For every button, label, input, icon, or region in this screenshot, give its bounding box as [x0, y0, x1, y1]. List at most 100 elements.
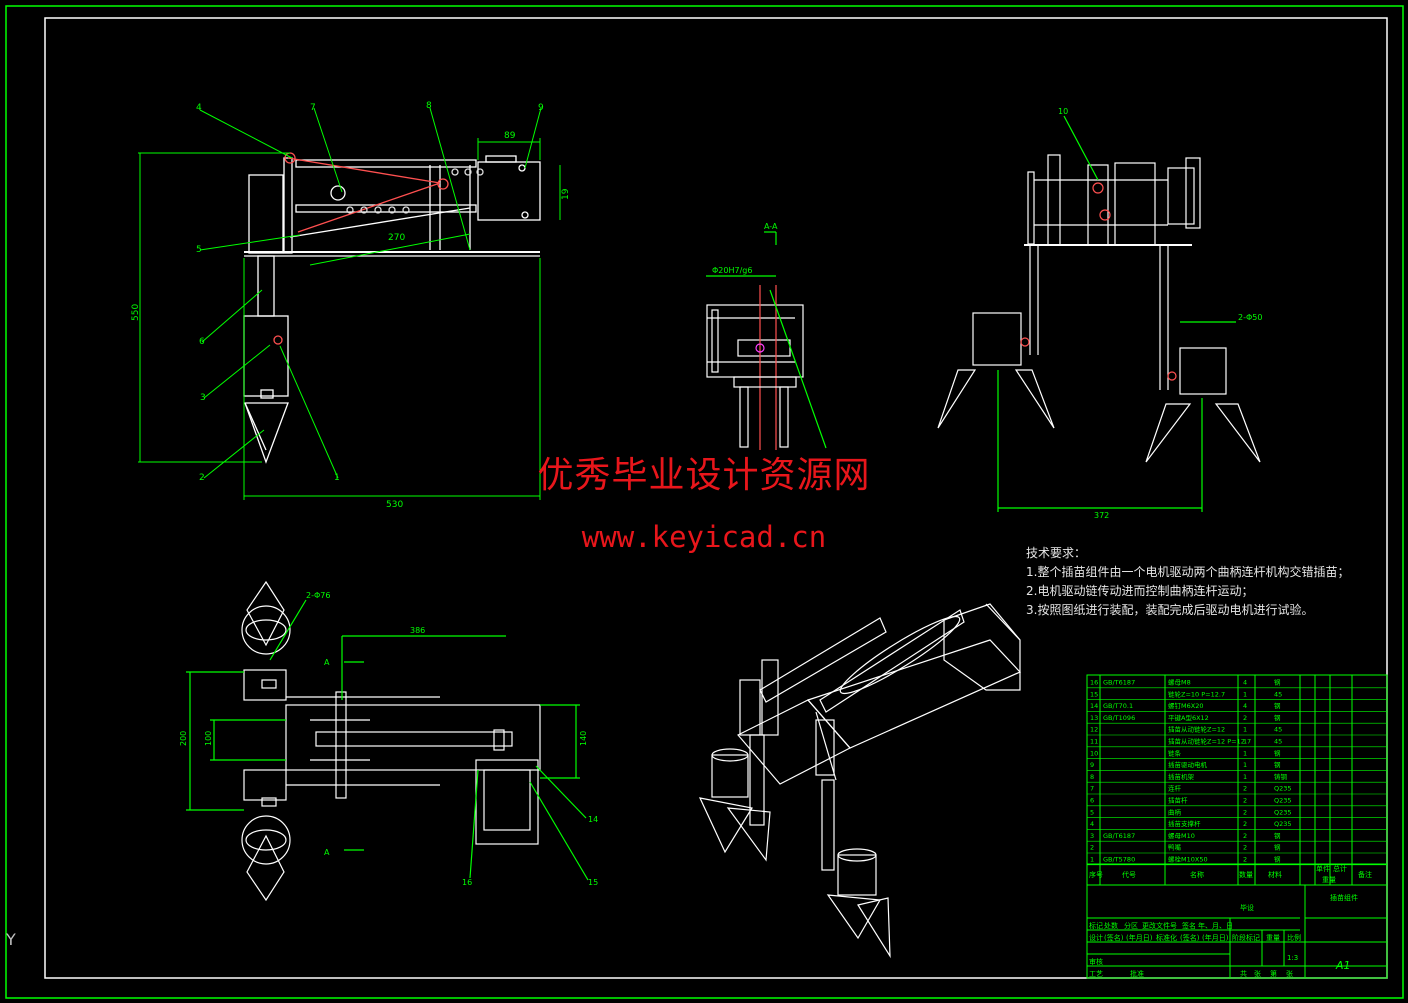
bom-cell-no: 3 — [1090, 832, 1094, 840]
bom-cell-code: GB/T6187 — [1103, 832, 1135, 840]
bom-cell-qty: 2 — [1243, 832, 1247, 840]
section-view — [706, 231, 827, 450]
bom-cell-qty: 1 — [1243, 690, 1247, 698]
bom-cell-mat: 钢 — [1274, 856, 1281, 864]
bom-cell-code: GB/T70.1 — [1103, 702, 1133, 710]
tb-r1-0: 标记 — [1089, 921, 1103, 930]
balloon-16: 16 — [462, 878, 472, 887]
bom-cell-mat: Q235 — [1274, 820, 1292, 828]
tb-b-6: 张 — [1286, 969, 1293, 978]
bom-cell-name: 螺栓M10X50 — [1168, 855, 1208, 864]
isometric-view — [698, 603, 1022, 959]
bom-cell-name: 插苗驱动电机 — [1168, 760, 1208, 769]
bom-cell-mat: 45 — [1274, 690, 1282, 698]
bom-cell-qty: 1 — [1243, 773, 1247, 781]
tb-label-scale: 比例 — [1287, 933, 1301, 942]
balloon-14: 14 — [588, 815, 598, 824]
balloon-3: 3 — [200, 393, 206, 403]
outer-frame — [5, 5, 1404, 999]
bom-cell-name: 连杆 — [1168, 784, 1182, 793]
tb-r1-2: 分区 — [1124, 921, 1138, 930]
section-mark-a2: A — [324, 848, 330, 857]
tb-r2-3: 标准化 — [1156, 933, 1177, 942]
front-view — [243, 152, 541, 464]
tb-r2-2: (年月日) — [1126, 933, 1153, 942]
bom-cell-name: 插苗支撑杆 — [1168, 819, 1201, 828]
bom-cell-mat: 45 — [1274, 738, 1282, 746]
bom-cell-no: 15 — [1090, 690, 1098, 698]
tb-r1-4: 签名 — [1182, 921, 1196, 930]
bom-cell-qty: 4 — [1243, 702, 1247, 710]
section-view-labels: A-A Φ20H7/g6 — [712, 222, 778, 275]
bom-cell-mat: 钢 — [1274, 749, 1281, 757]
tb-r2-0: 设计 — [1089, 933, 1103, 942]
bom-cell-qty: 4 — [1243, 679, 1247, 687]
tb-r2-1: (签名) — [1104, 933, 1124, 942]
dim-19: 19 — [561, 188, 571, 200]
bom-cell-name: 螺母M10 — [1168, 831, 1195, 840]
balloon-8: 8 — [426, 101, 432, 111]
bom-cell-code: GB/T5780 — [1103, 856, 1135, 864]
tb-label-weight: 重量 — [1266, 934, 1280, 942]
bom-cell-mat: 钢 — [1274, 702, 1281, 710]
bom-cell-qty: 2 — [1243, 844, 1247, 852]
bom-cell-mat: Q235 — [1274, 785, 1292, 793]
hdr-qty: 数量 — [1239, 870, 1253, 879]
bom-cell-qty: 2 — [1243, 797, 1247, 805]
bom-cell-code: GB/T6187 — [1103, 679, 1135, 687]
hdr-name: 名称 — [1190, 870, 1204, 879]
tech-requirements: 技术要求： 1.整个插苗组件由一个电机驱动两个曲柄连杆机构交错插苗； 2.电机驱… — [1026, 544, 1349, 620]
hdr-remark: 备注 — [1358, 870, 1372, 879]
bom-cell-qty: 2 — [1243, 785, 1247, 793]
inner-frame — [44, 17, 1388, 979]
dim-2-phi76: 2-Φ76 — [306, 591, 330, 600]
bom-cell-mat: 钢 — [1274, 844, 1281, 852]
tb-label-stage: 阶段标记 — [1232, 933, 1260, 942]
bom-cell-qty: 1 — [1243, 749, 1247, 757]
tech-item-1: 1.整个插苗组件由一个电机驱动两个曲柄连杆机构交错插苗； — [1026, 565, 1350, 579]
bom-cell-code: GB/T1096 — [1103, 714, 1135, 722]
side-view-labels: 10 2-Φ50 372 — [1058, 107, 1262, 520]
tb-b-0: 审核 — [1089, 957, 1103, 966]
tb-r1-1: 处数 — [1104, 921, 1118, 930]
dim-550: 550 — [131, 304, 141, 321]
bom-cell-name: 曲柄 — [1168, 807, 1182, 816]
front-view-labels: 4 7 8 9 5 6 3 2 1 89 19 270 550 530 — [131, 101, 571, 510]
bom-cell-mat: 钢 — [1274, 679, 1281, 687]
bom-cell-no: 14 — [1090, 702, 1098, 710]
dim-372: 372 — [1094, 511, 1109, 520]
bom-cell-name: 链条 — [1168, 748, 1182, 757]
bom-cell-name: 插苗从动链轮Z=12 — [1168, 725, 1225, 734]
bom-cell-no: 5 — [1090, 808, 1094, 816]
bom-cell-no: 16 — [1090, 679, 1098, 687]
bom-cell-mat: 钢 — [1274, 714, 1281, 722]
tb-drawing-name: 插苗组件 — [1330, 893, 1358, 902]
dim-2-phi50: 2-Φ50 — [1238, 313, 1262, 322]
tb-r2-5: (年月日) — [1202, 933, 1229, 942]
hdr-weight: 重量 — [1322, 876, 1336, 884]
bom-cell-no: 6 — [1090, 797, 1094, 805]
tb-b-1: 工艺 — [1089, 970, 1103, 978]
front-view-dims — [138, 107, 561, 500]
dim-200: 200 — [179, 731, 188, 746]
bom-cell-qty: 1 — [1243, 738, 1247, 746]
bom-cell-no: 1 — [1090, 856, 1094, 864]
dim-386: 386 — [410, 626, 425, 635]
dim-270: 270 — [388, 233, 405, 243]
bom-cell-name: 平键A型6X12 — [1168, 713, 1209, 722]
tb-r2-4: (签名) — [1180, 933, 1200, 942]
bom-cell-qty: 2 — [1243, 714, 1247, 722]
bom-cell-mat: 45 — [1274, 726, 1282, 734]
bom-headers: 序号 代号 名称 数量 材料 单件 总计 重量 备注 毕设 插苗组件 1:3 阶… — [1089, 864, 1372, 978]
balloon-9: 9 — [538, 103, 544, 113]
section-fit-dim: Φ20H7/g6 — [712, 266, 752, 275]
tb-b-5: 第 — [1270, 969, 1277, 978]
tech-item-2: 2.电机驱动链传动进而控制曲柄连杆运动； — [1026, 584, 1254, 598]
dim-100: 100 — [204, 731, 213, 746]
bom-cell-mat: Q235 — [1274, 797, 1292, 805]
tb-r1-3: 更改文件号 — [1142, 921, 1177, 930]
balloon-7: 7 — [310, 103, 316, 113]
bom-cell-name: 插苗机架 — [1168, 772, 1195, 781]
bom-cell-qty: 2 — [1243, 808, 1247, 816]
